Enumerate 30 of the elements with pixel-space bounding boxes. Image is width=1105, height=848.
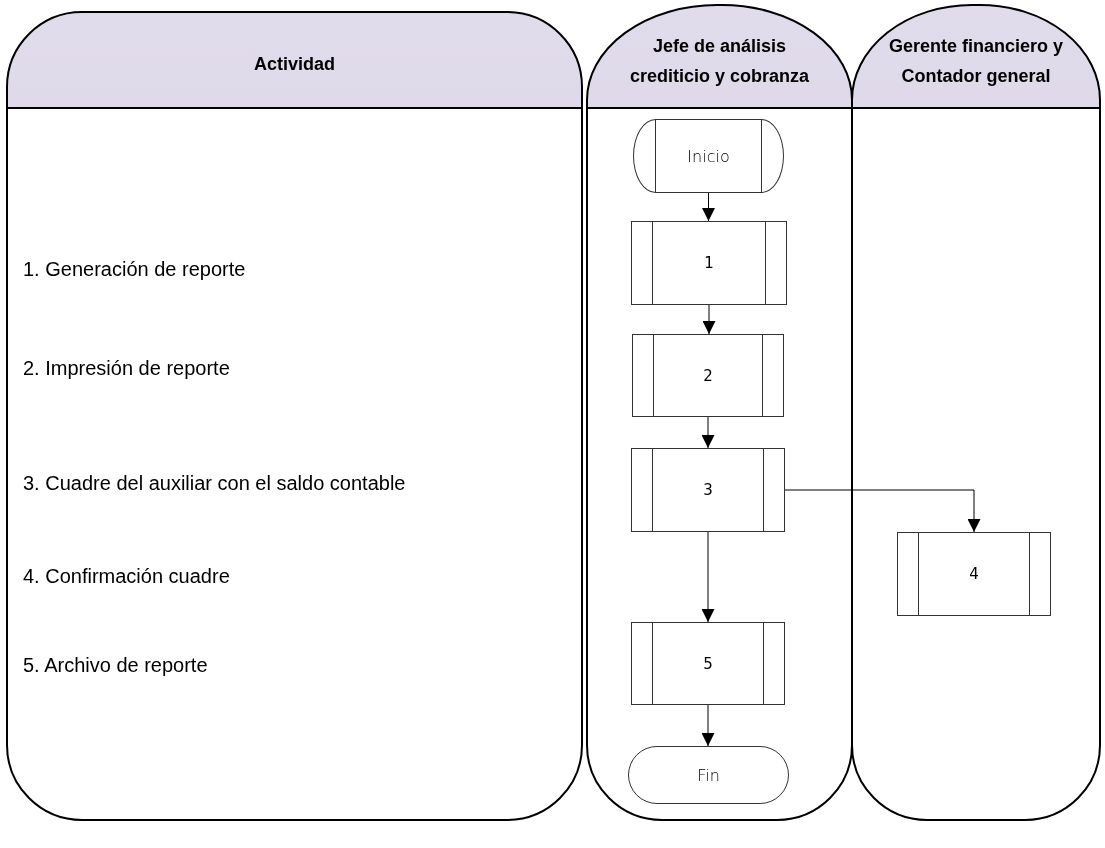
swimlane — [852, 5, 1100, 820]
arrow — [701, 531, 715, 623]
swimlane — [7, 12, 582, 820]
node-label: 1 — [704, 254, 714, 272]
node-label: 3 — [703, 481, 713, 499]
arrow — [784, 489, 981, 533]
node-label: Fin — [697, 765, 720, 785]
lane-heading: Jefe de análisis crediticio y cobranza — [628, 34, 811, 88]
activity-text: 1. Generación de reporte — [23, 258, 246, 281]
node-label: 5 — [703, 654, 713, 673]
activity-text: 3. Cuadre del auxiliar con el saldo contable — [23, 472, 406, 495]
lane-heading: Gerente financiero y Contador general — [887, 34, 1065, 88]
activity-text: 5. Archivo de reporte — [23, 654, 208, 677]
predefined-process-box — [897, 532, 1051, 616]
predefined-process-box — [631, 221, 787, 305]
node-label: 2 — [703, 366, 713, 385]
swimlane — [587, 5, 852, 820]
start-terminal — [633, 119, 784, 193]
lane-heading: Actividad — [253, 53, 336, 76]
node-label: Inicio — [687, 146, 730, 166]
arrow — [702, 304, 716, 335]
predefined-process-box — [631, 448, 785, 532]
arrow — [701, 704, 715, 747]
predefined-process-box — [631, 622, 785, 705]
predefined-process-box — [632, 334, 784, 417]
activity-text: 2. Impresión de reporte — [23, 357, 230, 380]
arrow — [702, 192, 715, 222]
arrow — [701, 416, 715, 449]
node-label: 4 — [969, 565, 979, 583]
activity-text: 4. Confirmación cuadre — [23, 565, 230, 588]
